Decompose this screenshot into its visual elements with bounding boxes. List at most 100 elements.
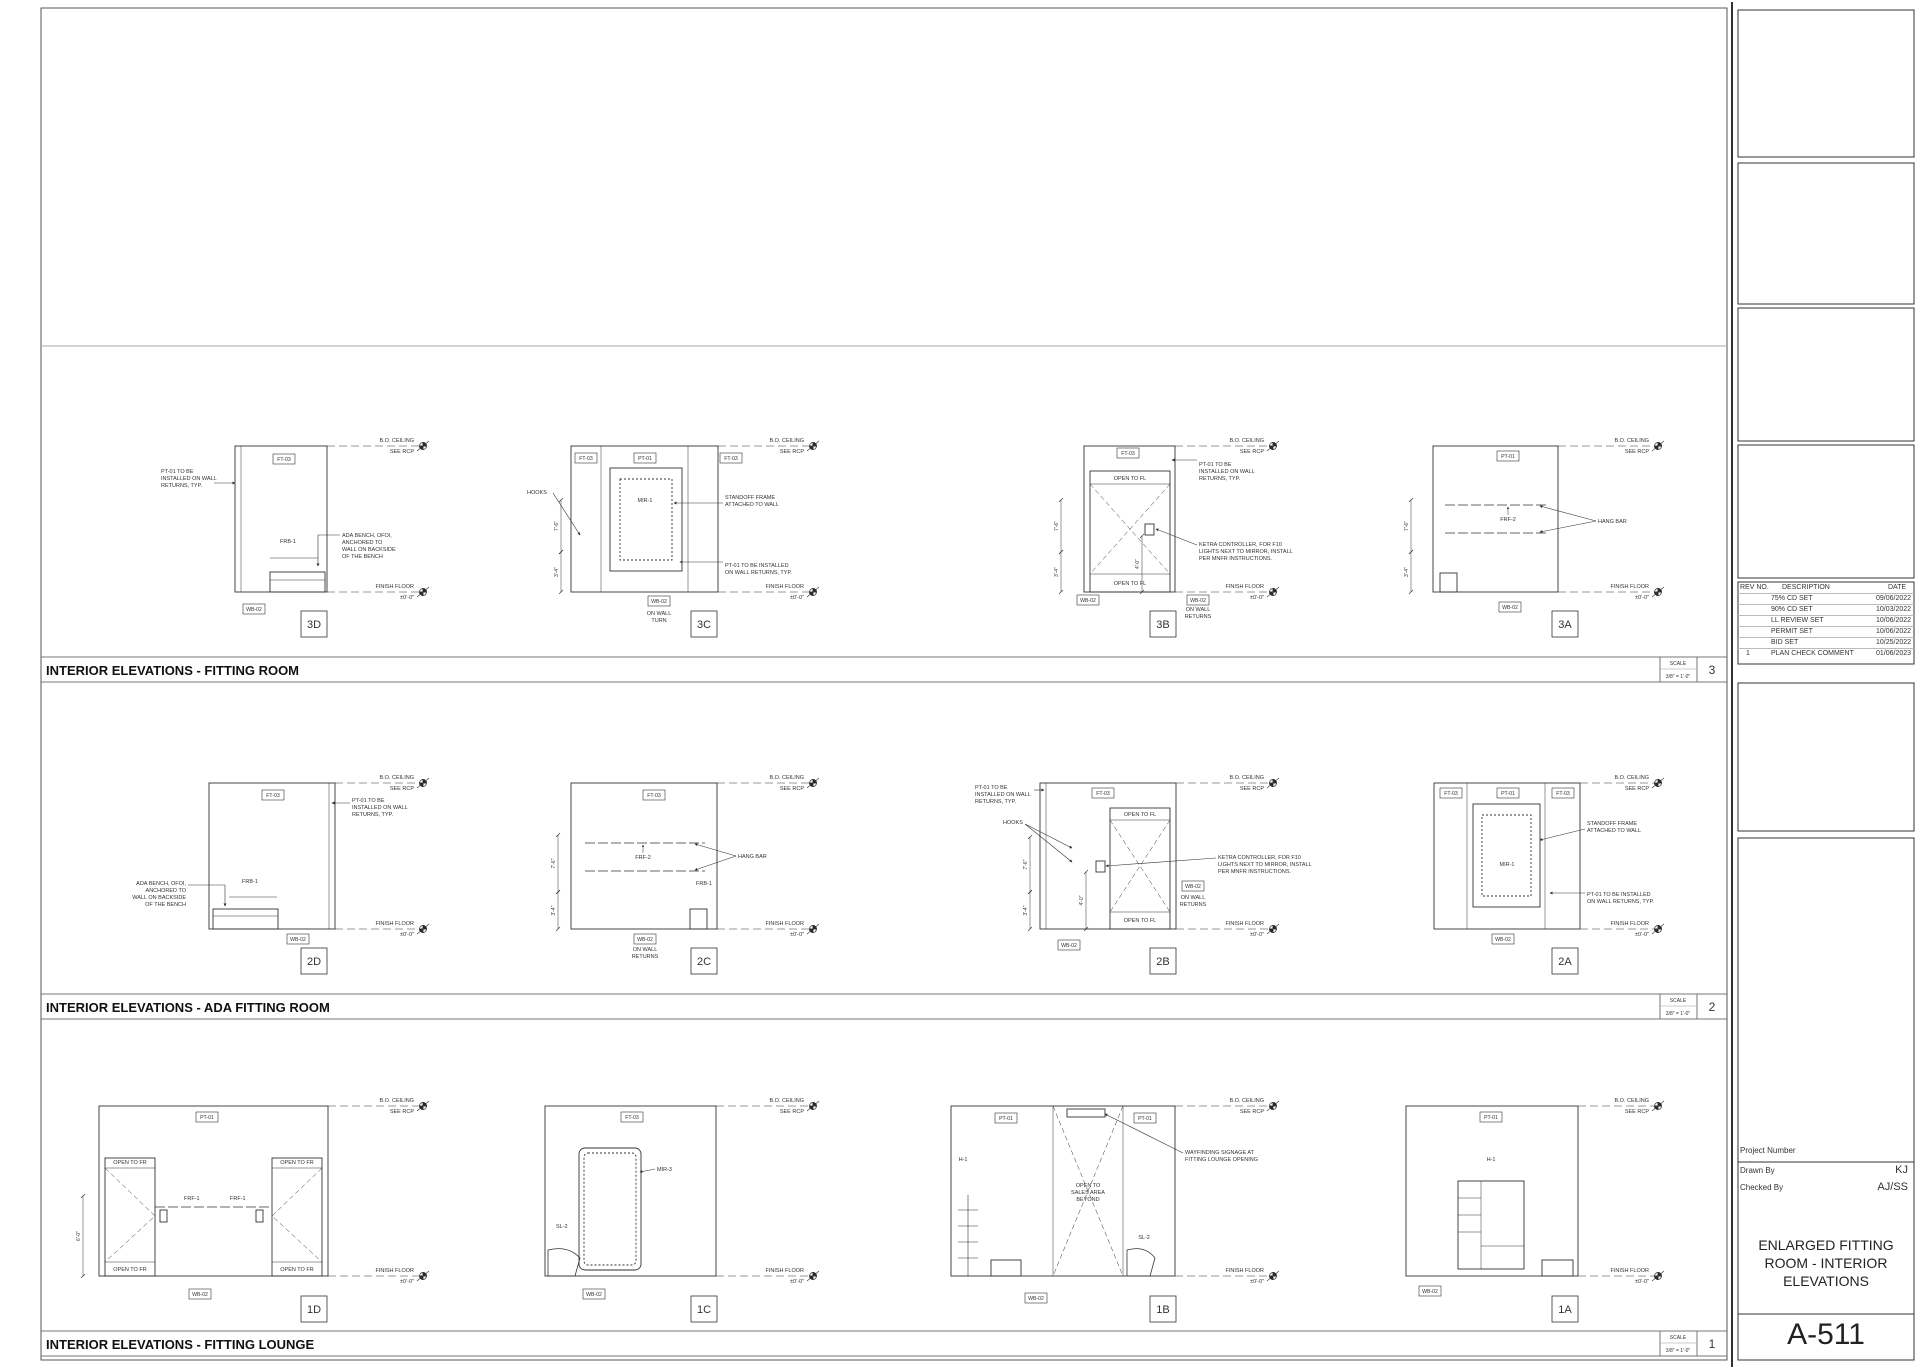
rev-description: PERMIT SET — [1771, 628, 1813, 635]
material-tag — [272, 453, 296, 465]
material-tag-text: WB-02 — [1028, 1296, 1044, 1302]
annotation-note: SALES AREA — [1071, 1190, 1105, 1196]
material-callout: FRF-1 — [184, 1196, 200, 1202]
material-tag-text: PT-01 — [999, 1116, 1013, 1122]
level-target-icon — [806, 1270, 820, 1282]
dimension-label: 3'-4" — [1054, 567, 1060, 577]
material-tag-text: FT-03 — [1121, 451, 1135, 457]
dimension-label: 6'-0" — [76, 1231, 82, 1241]
wb02-note: ON WALL — [1181, 895, 1206, 901]
dimension-label: 7'-6" — [1404, 521, 1410, 531]
section-number: 1 — [1709, 1337, 1716, 1351]
level-target-icon — [1651, 586, 1665, 598]
project-number-label: Project Number — [1740, 1146, 1796, 1155]
material-tag-text: WB-02 — [1495, 937, 1511, 943]
annotation-note: STANDOFF FRAME — [1587, 821, 1637, 827]
sheet-title-line-1: ENLARGED FITTING — [1758, 1237, 1894, 1253]
material-callout: FRF-1 — [230, 1196, 246, 1202]
door-label: OPEN TO FL — [1114, 476, 1147, 482]
door-label: OPEN TO FR — [280, 1160, 313, 1166]
material-callout: FRB-1 — [696, 881, 712, 887]
view-tag-box — [690, 947, 718, 975]
sheet-number: A-511 — [1787, 1318, 1865, 1351]
revision-row-divider — [1738, 626, 1914, 627]
level-target-icon — [416, 1100, 430, 1112]
floor-elevation-label: ±0'-0" — [790, 1279, 804, 1285]
view-tag-text: 3B — [1156, 619, 1169, 631]
rev-date: 09/06/2022 — [1876, 595, 1912, 602]
see-rcp-label: SEE RCP — [780, 1109, 804, 1115]
sheet-title: ENLARGED FITTING ROOM - INTERIOR ELEVATI… — [1738, 1236, 1914, 1290]
annotation-note: RETURNS, TYP. — [1199, 476, 1241, 482]
material-tag-text: WB-02 — [290, 937, 306, 943]
material-tag — [1551, 787, 1575, 799]
section-title: INTERIOR ELEVATIONS - FITTING ROOM — [46, 663, 299, 678]
title-block-frames — [1737, 9, 1915, 1361]
material-callout: FRF-2 — [1500, 517, 1516, 523]
annotation-note: FITTING LOUNGE OPENING — [1185, 1157, 1258, 1163]
floor-elevation-label: ±0'-0" — [1635, 932, 1649, 938]
sheet-title-line-2: ROOM - INTERIOR — [1764, 1255, 1888, 1271]
material-tag — [1057, 939, 1081, 951]
level-target-icon — [1266, 586, 1280, 598]
level-target-icon — [1266, 777, 1280, 789]
annotation-note: WALL ON BACKSIDE — [132, 895, 186, 901]
material-tag — [242, 603, 266, 615]
material-callout: FRF-2 — [635, 855, 651, 861]
annotation-note: OF THE BENCH — [145, 902, 186, 908]
dimension-label: 3'-4" — [1404, 567, 1410, 577]
material-tag — [188, 1288, 212, 1300]
annotation-note: WALL ON BACKSIDE — [342, 547, 396, 553]
view-tag-text: 3A — [1558, 619, 1572, 631]
view-tag-box — [1149, 610, 1177, 638]
see-rcp-label: SEE RCP — [780, 786, 804, 792]
material-tag-text: PT-01 — [1138, 1116, 1152, 1122]
annotation-note: BEYOND — [1076, 1197, 1099, 1203]
material-tag — [1181, 880, 1205, 892]
material-tag-text: WB-02 — [1080, 598, 1096, 604]
scale-label: SCALE — [1670, 661, 1687, 667]
floor-elevation-label: ±0'-0" — [1250, 595, 1264, 601]
annotation-note: ON WALL RETURNS, TYP. — [1587, 899, 1654, 905]
dimension-label: 7'-6" — [1023, 859, 1029, 869]
hooks-label: HOOKS — [1003, 820, 1023, 826]
material-tag-text: WB-02 — [246, 607, 262, 613]
annotation-note: PT-01 TO BE INSTALLED — [725, 563, 789, 569]
dimension-label: 7'-6" — [1054, 521, 1060, 531]
annotation-note: PT-01 TO BE — [161, 469, 194, 475]
view-tag-box — [300, 610, 328, 638]
ceiling-level-label: B.O. CEILING — [769, 438, 804, 444]
material-tag-text: PT-01 — [1501, 791, 1515, 797]
material-tag — [1186, 594, 1210, 606]
section-number: 2 — [1709, 1000, 1716, 1014]
material-tag — [574, 452, 598, 464]
annotation-note: PT-01 TO BE — [352, 798, 385, 804]
see-rcp-label: SEE RCP — [1240, 786, 1264, 792]
view-tag-box — [300, 947, 328, 975]
level-target-icon — [806, 777, 820, 789]
drawn-by-label: Drawn By — [1740, 1166, 1775, 1175]
material-tag — [1496, 450, 1520, 462]
view-tag-box — [1149, 947, 1177, 975]
material-callout: SL-2 — [556, 1224, 568, 1230]
finish-floor-label: FINISH FLOOR — [375, 921, 414, 927]
wb02-note: ON WALL — [1186, 607, 1211, 613]
material-tag — [633, 933, 657, 945]
material-tag — [620, 1111, 644, 1123]
annotation-note: PT-01 TO BE INSTALLED — [1587, 892, 1651, 898]
door-label: OPEN TO FR — [280, 1267, 313, 1273]
section-title: INTERIOR ELEVATIONS - ADA FITTING ROOM — [46, 1000, 330, 1015]
view-tag-text: 2A — [1558, 956, 1572, 968]
material-tag — [261, 789, 285, 801]
annotation-note: OF THE BENCH — [342, 554, 383, 560]
annotation-note: ANCHORED TO — [342, 540, 383, 546]
rev-date: 10/03/2022 — [1876, 606, 1912, 613]
level-target-icon — [1651, 777, 1665, 789]
